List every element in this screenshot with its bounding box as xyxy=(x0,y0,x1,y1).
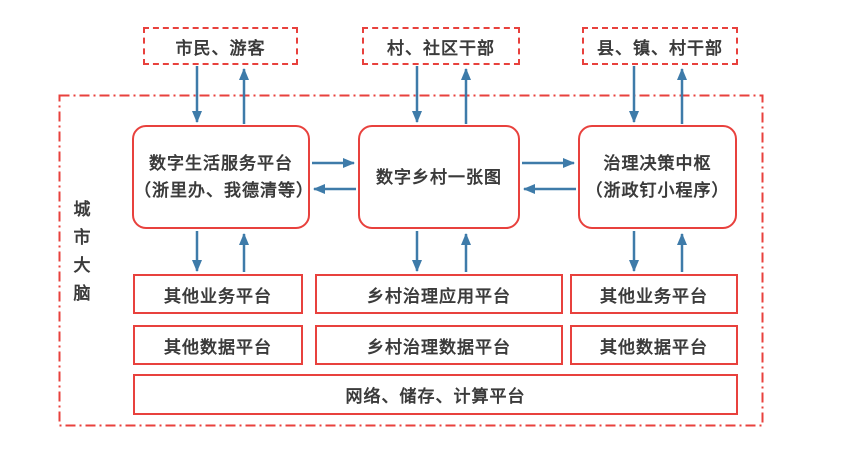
business-label: 乡村治理应用平台 xyxy=(367,286,511,306)
platform-box-digital-life-service: 数字生活服务平台 （浙里办、我德清等） xyxy=(132,125,314,229)
business-box-other-left: 其他业务平台 xyxy=(133,274,303,314)
actor-label: 村、社区干部 xyxy=(387,38,495,58)
platform-label-line1: 数字乡村一张图 xyxy=(376,167,502,187)
actor-label: 县、镇、村干部 xyxy=(597,38,723,58)
platform-label-line1: 数字生活服务平台 xyxy=(149,154,293,173)
business-label: 其他业务平台 xyxy=(600,286,708,306)
data-box-other-right: 其他数据平台 xyxy=(570,325,738,365)
data-box-other-left: 其他数据平台 xyxy=(133,325,303,365)
business-label: 其他业务平台 xyxy=(164,286,272,306)
platform-box-digital-village-one-map: 数字乡村一张图 xyxy=(358,125,520,229)
business-box-other-right: 其他业务平台 xyxy=(570,274,738,314)
infrastructure-box-network-storage-compute: 网络、储存、计算平台 xyxy=(133,374,738,415)
actor-box-county-town-village-cadres: 县、镇、村干部 xyxy=(582,27,738,65)
infrastructure-label: 网络、储存、计算平台 xyxy=(345,387,526,406)
actor-label: 市民、游客 xyxy=(175,38,266,58)
platform-label-line2: （浙里办、我德清等） xyxy=(134,181,314,200)
platform-box-governance-decision-hub: 治理决策中枢 （浙政钉小程序） xyxy=(578,125,737,229)
platform-label-line1: 治理决策中枢 xyxy=(603,154,712,173)
business-box-rural-governance-app: 乡村治理应用平台 xyxy=(315,274,563,314)
data-label: 其他数据平台 xyxy=(164,337,272,357)
data-label: 其他数据平台 xyxy=(600,337,708,357)
data-box-rural-governance-data: 乡村治理数据平台 xyxy=(315,325,563,365)
data-label: 乡村治理数据平台 xyxy=(367,337,511,357)
actor-box-village-community-cadres: 村、社区干部 xyxy=(362,27,520,65)
platform-label-line2: （浙政钉小程序） xyxy=(585,181,730,200)
city-brain-label: 城市大脑 xyxy=(73,200,91,303)
actor-box-citizens-tourists: 市民、游客 xyxy=(143,27,298,65)
